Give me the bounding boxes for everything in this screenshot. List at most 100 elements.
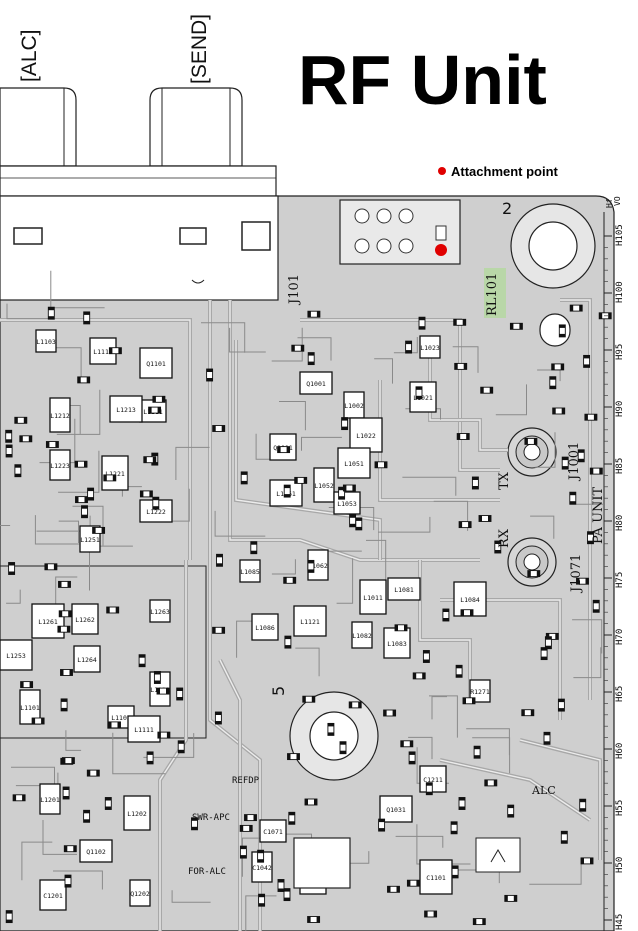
component-l1083: L1083 xyxy=(383,627,411,659)
component-label: L1263 xyxy=(150,608,170,616)
smd-pad xyxy=(451,865,459,879)
smd-pad xyxy=(92,526,106,534)
component-l1221: L1221 xyxy=(101,455,129,491)
smd-pad xyxy=(484,779,498,787)
smd-pad xyxy=(212,626,226,634)
component-q1102: Q1102 xyxy=(79,839,113,863)
component-label: Q1202 xyxy=(130,890,150,898)
edge-scale-label: H65 xyxy=(615,686,625,702)
smd-pad xyxy=(258,893,266,907)
smd-pad xyxy=(406,879,420,887)
label-rx: RX xyxy=(497,528,512,548)
smd-pad xyxy=(415,386,423,400)
smd-pad xyxy=(291,344,305,352)
component-c1101: C1101 xyxy=(419,859,453,895)
smd-pad xyxy=(304,798,318,806)
smd-pad xyxy=(507,804,515,818)
component-label: L1062 xyxy=(308,562,328,570)
smd-pad xyxy=(560,830,568,844)
component-q1031: Q1031 xyxy=(379,795,413,823)
component-l1201: L1201 xyxy=(39,783,61,815)
alc-connector xyxy=(0,87,77,167)
smd-pad xyxy=(257,849,265,863)
label-j1001: J1001 xyxy=(567,442,582,482)
smd-pad xyxy=(83,809,91,823)
smd-pad xyxy=(422,650,430,663)
smd-pad xyxy=(302,695,316,703)
smd-pad xyxy=(462,697,476,705)
smd-pad xyxy=(152,395,166,403)
smd-pad xyxy=(327,722,335,736)
edge-scale-label: H85 xyxy=(615,458,625,474)
component-l1213: L1213 xyxy=(109,395,143,423)
smd-pad xyxy=(12,794,26,802)
smd-pad xyxy=(374,461,388,469)
smd-pad xyxy=(143,456,157,464)
smd-pad xyxy=(153,671,161,684)
smd-pad xyxy=(521,709,535,717)
component-label: L1086 xyxy=(255,624,275,632)
component-r1271: R1271 xyxy=(469,679,491,703)
smd-pad xyxy=(239,845,247,859)
smd-pad xyxy=(524,437,538,445)
smd-pad xyxy=(157,731,171,739)
trace-layer xyxy=(0,270,604,931)
smd-pad xyxy=(212,425,226,432)
slot-hole xyxy=(539,313,571,347)
smd-pad xyxy=(148,406,162,414)
label-j101: J101 xyxy=(287,274,302,306)
smd-pad xyxy=(355,517,363,531)
component-l1011: L1011 xyxy=(359,579,387,615)
smd-pad xyxy=(5,444,13,458)
smd-pad xyxy=(339,741,347,755)
component-l1262: L1262 xyxy=(71,603,99,635)
smd-pad xyxy=(283,484,291,498)
smd-pad xyxy=(75,496,88,504)
component-l1212: L1212 xyxy=(49,397,71,433)
connector-flange xyxy=(0,165,277,197)
smd-pad xyxy=(81,505,88,519)
component-label: L1084 xyxy=(460,596,480,604)
smd-pad xyxy=(387,885,400,893)
edge-scale-label: H55 xyxy=(615,800,625,816)
smd-pad xyxy=(348,701,362,709)
component-label: L1213 xyxy=(116,406,136,414)
smd-pad xyxy=(5,910,13,924)
smd-pad xyxy=(378,818,386,832)
component-label: L1002 xyxy=(344,402,364,410)
component-label: L1202 xyxy=(127,810,147,818)
smd-pad xyxy=(450,821,458,835)
rl101-highlight xyxy=(484,268,506,318)
smd-pad xyxy=(412,672,426,680)
smd-pad xyxy=(108,721,121,729)
label-refdp: REFDP xyxy=(232,776,260,786)
attachment-point-marker xyxy=(435,244,447,256)
smd-pad xyxy=(214,711,222,725)
smd-pad xyxy=(14,416,28,424)
smd-pad xyxy=(456,433,470,440)
smd-pad xyxy=(307,559,315,573)
smd-pad xyxy=(405,340,413,354)
component-label: L1253 xyxy=(6,652,26,660)
smd-pad xyxy=(569,491,577,505)
edge-scale: H105H100H95H90H85H80H75H70H65H60H55H50H4… xyxy=(604,224,625,930)
component-l1253: L1253 xyxy=(0,639,33,671)
smd-pad xyxy=(455,664,463,678)
edge-scale-label: H70 xyxy=(615,629,625,645)
sub-panel-outline xyxy=(0,565,207,739)
mounting-hole-upper xyxy=(510,203,596,289)
component-label: L1221 xyxy=(105,470,125,478)
smd-pad xyxy=(240,471,248,485)
component-label: L1085 xyxy=(240,568,260,576)
component-label: Q1001 xyxy=(306,380,326,388)
smd-pad xyxy=(61,757,75,765)
smd-pad xyxy=(454,362,468,370)
edge-scale-label: H95 xyxy=(615,344,625,360)
smd-pad xyxy=(442,608,450,622)
component-label: L1112 xyxy=(93,348,113,356)
smd-pad xyxy=(216,553,223,567)
smd-pad xyxy=(569,304,583,312)
component-l1051: L1051 xyxy=(337,447,371,479)
corner-mark-hf: Hf xyxy=(605,198,614,208)
